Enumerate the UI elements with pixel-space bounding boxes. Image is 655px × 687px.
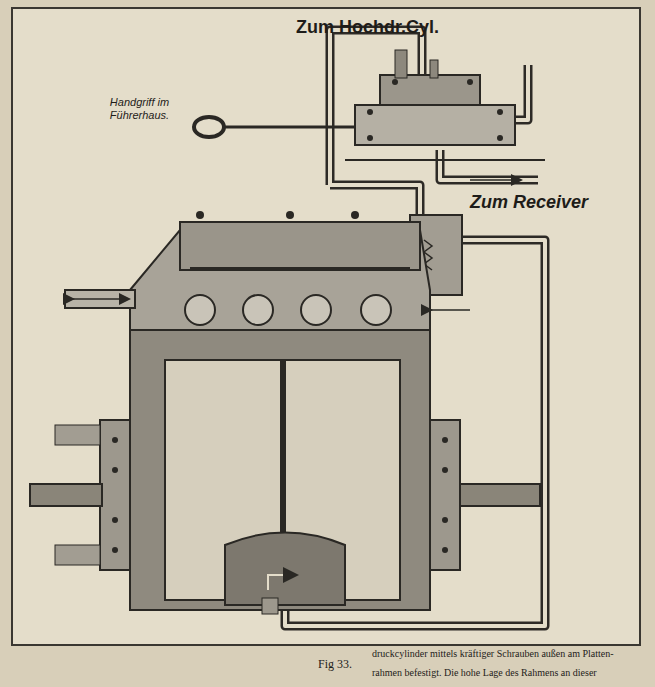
pipe-label: Zum Receiver (470, 192, 635, 214)
figure-caption: Fig 33. (318, 657, 352, 671)
body-text: druckcylinder mittels kräftiger Schraube… (372, 648, 614, 660)
handle-label: Handgriff im Führerhaus. (92, 96, 187, 122)
body-text: rahmen befestigt. Die hohe Lage des Rahm… (372, 667, 597, 679)
pipe-label: Zum Hochdr.Cyl. (296, 17, 466, 39)
